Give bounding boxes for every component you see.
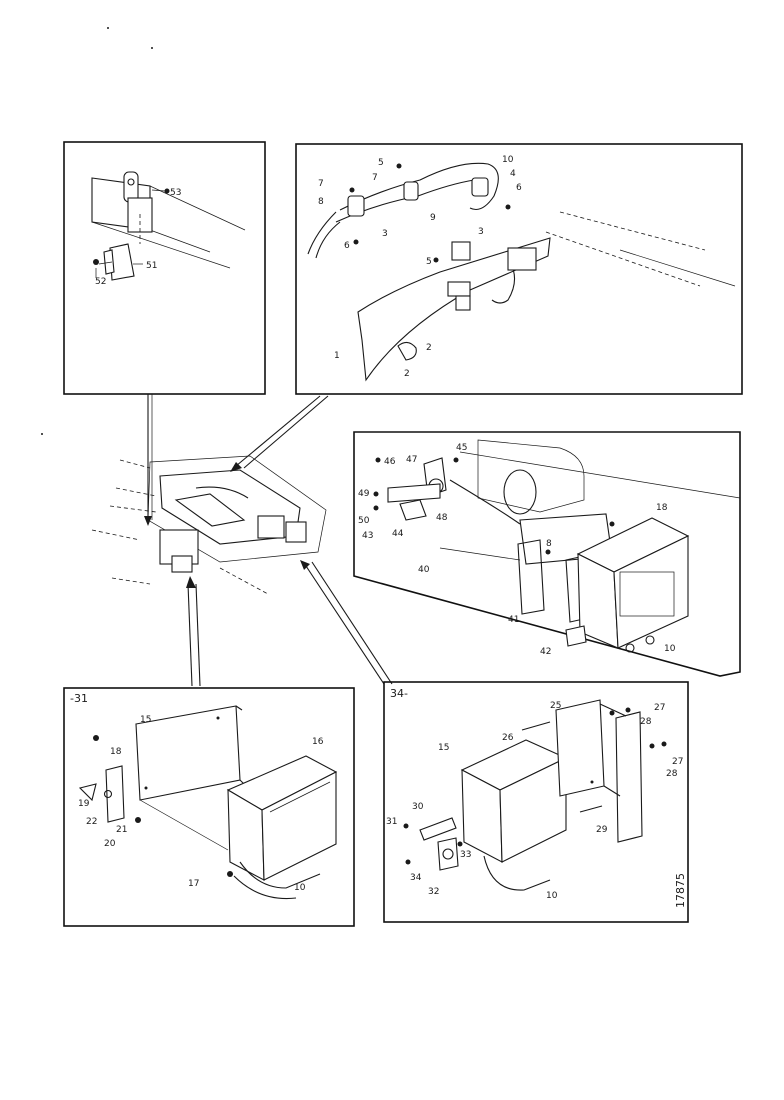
callout-label: 10: [664, 644, 676, 654]
panel-marker: -31: [70, 692, 88, 705]
callout-label: 40: [418, 565, 430, 575]
callout-label: 31: [386, 817, 397, 827]
leader-lines: [144, 394, 393, 687]
callout-label: 45: [456, 443, 467, 453]
callout-label: 47: [406, 455, 417, 465]
callout-label: 7: [372, 173, 378, 183]
callout-label: 18: [656, 503, 668, 513]
panel-marker: 34-: [390, 687, 408, 700]
callout-label: 16: [312, 737, 324, 747]
callout-label: 1: [334, 351, 340, 361]
panel-frame: [383, 681, 689, 923]
callout-label: 53: [170, 188, 181, 198]
callout-label: 15: [140, 715, 151, 725]
callout-label: 26: [502, 733, 514, 743]
callout-label: 28: [640, 717, 652, 727]
callout-label: 44: [392, 529, 404, 539]
callout-label: 17: [188, 879, 199, 889]
callout-label: 2: [404, 369, 410, 379]
callout-label: 18: [110, 747, 122, 757]
callout-label: 34: [410, 873, 422, 883]
callout-label: 19: [78, 799, 90, 809]
callout-label: 10: [546, 891, 558, 901]
panel-frame: [63, 141, 266, 395]
stray-marks: [41, 27, 153, 435]
callout-label: 51: [146, 261, 157, 271]
panel-bottom-right: 34- 25 27 26 28 15 27 28 30 31 29 3: [383, 681, 689, 923]
callout-label: 27: [654, 703, 665, 713]
callout-label: 4: [510, 169, 516, 179]
callout-label: 25: [550, 701, 561, 711]
callout-label: 5: [426, 257, 432, 267]
drawing-number: 17875: [674, 873, 687, 908]
callout-label: 43: [362, 531, 373, 541]
callout-label: 3: [478, 227, 484, 237]
panel-top-left: 53 51 52: [63, 141, 266, 395]
callout-label: 33: [460, 850, 471, 860]
callout-label: 6: [344, 241, 350, 251]
callout-label: 48: [436, 513, 448, 523]
callout-label: 41: [508, 615, 519, 625]
callout-label: 20: [104, 839, 116, 849]
panel-frame: [353, 431, 741, 677]
callout-label: 22: [86, 817, 97, 827]
callout-label: 7: [318, 179, 324, 189]
callout-label: 9: [430, 213, 436, 223]
panel-bottom-left: -31 15 16 18 19 22 21 20 17 10: [63, 687, 355, 927]
panel-middle-right: 46 47 45 49 50 43 44 48 18 8 40 41 42 10: [353, 431, 741, 677]
callout-label: 42: [540, 647, 551, 657]
callout-label: 28: [666, 769, 678, 779]
callout-label: 50: [358, 516, 370, 526]
callout-label: 10: [502, 155, 514, 165]
callout-label: 32: [428, 887, 439, 897]
callout-label: 15: [438, 743, 449, 753]
callout-label: 8: [546, 539, 552, 549]
panel-top-right: 7 5 10 4 6 7 8 9 3 6 3 1 2 2 5: [295, 143, 743, 395]
callout-label: 46: [384, 457, 396, 467]
callout-label: 49: [358, 489, 370, 499]
chassis-overview: [91, 455, 327, 595]
panel-frame: [63, 687, 355, 927]
callout-label: 29: [596, 825, 608, 835]
callout-label: 30: [412, 802, 424, 812]
callout-label: 8: [318, 197, 324, 207]
panel-frame: [295, 143, 743, 395]
callout-label: 3: [382, 229, 388, 239]
callout-label: 27: [672, 757, 683, 767]
callout-label: 2: [426, 343, 432, 353]
callout-label: 10: [294, 883, 306, 893]
callout-label: 6: [516, 183, 522, 193]
callout-label: 52: [95, 277, 106, 287]
callout-label: 21: [116, 825, 127, 835]
callout-label: 5: [378, 158, 384, 168]
